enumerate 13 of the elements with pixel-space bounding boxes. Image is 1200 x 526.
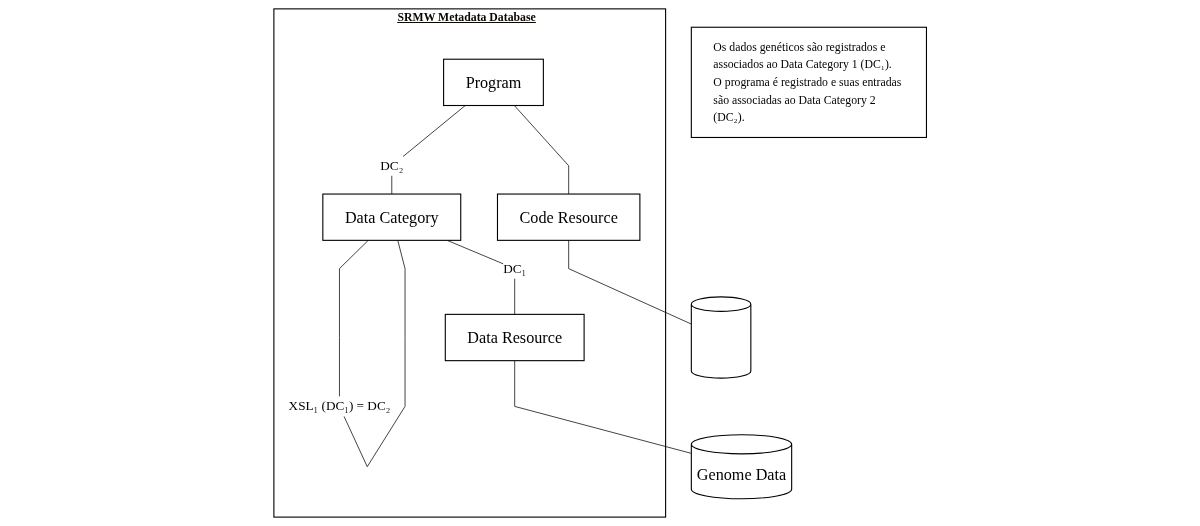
edge-label: DC₁ (503, 260, 527, 276)
node-box: Data Category (322, 193, 462, 241)
node-cylinder (690, 296, 752, 379)
connector (513, 105, 569, 195)
edge-label: DC₂ (380, 158, 404, 173)
connector (391, 105, 466, 195)
node-box: Program (442, 58, 544, 107)
node-box: Code Resource (496, 193, 641, 241)
edge-label: XSL₁ (DC₁) = DC₂ (288, 398, 391, 414)
connector (568, 239, 692, 325)
node-box: Os dados genéticos são registrados e associados ao Data Category 1 (DC₁). O programa é registrado e suas entradas são associadas ao Data Category 2 (DC₂). (690, 26, 927, 138)
node-box: Data Resource (444, 313, 585, 362)
connector (514, 360, 692, 454)
